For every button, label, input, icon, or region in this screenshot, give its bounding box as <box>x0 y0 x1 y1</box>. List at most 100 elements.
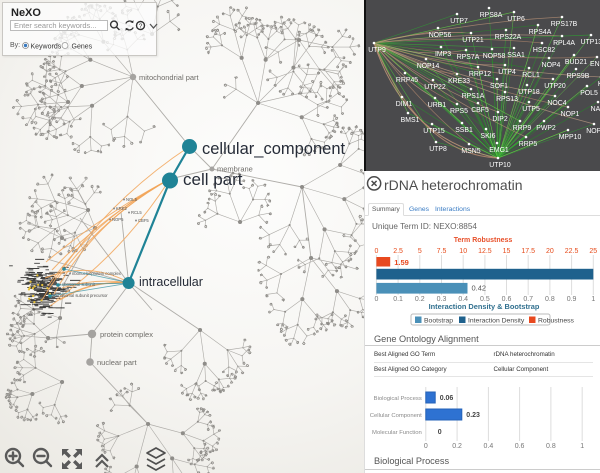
svg-text:membrane: membrane <box>217 165 253 174</box>
svg-text:RPL4A: RPL4A <box>553 40 575 47</box>
svg-text:RRP45: RRP45 <box>396 77 418 84</box>
svg-text:0.4: 0.4 <box>458 296 468 303</box>
svg-text:RPS5: RPS5 <box>450 108 468 115</box>
svg-text:0.42: 0.42 <box>472 284 487 293</box>
svg-text:Genes: Genes <box>71 43 92 50</box>
svg-text:17.5: 17.5 <box>521 248 535 255</box>
svg-text:10: 10 <box>459 248 467 255</box>
svg-text:MPP10: MPP10 <box>559 134 582 141</box>
svg-text:RPS7A: RPS7A <box>457 54 480 61</box>
svg-text:0.8: 0.8 <box>546 443 556 450</box>
svg-text:0.23: 0.23 <box>466 412 480 419</box>
svg-text:NOL5: NOL5 <box>126 197 138 202</box>
svg-text:UTP4: UTP4 <box>498 69 516 76</box>
svg-text:UTP21: UTP21 <box>462 37 484 44</box>
svg-text:0.7: 0.7 <box>523 296 533 303</box>
svg-text:5: 5 <box>418 248 422 255</box>
svg-text:CBF5: CBF5 <box>138 218 149 223</box>
svg-text:Interaction Density: Interaction Density <box>468 318 525 325</box>
svg-text:cellular_component: cellular_component <box>202 140 346 158</box>
svg-text:0.4: 0.4 <box>484 443 494 450</box>
svg-text:NOP6: NOP6 <box>586 128 600 135</box>
svg-text:Interaction Density & Bootstra: Interaction Density & Bootstrap <box>429 302 540 311</box>
svg-text:12.5: 12.5 <box>478 248 492 255</box>
svg-text:0.2: 0.2 <box>452 443 462 450</box>
svg-text:cell part: cell part <box>183 170 243 189</box>
svg-text:0.06: 0.06 <box>440 395 454 402</box>
svg-text:UTP9: UTP9 <box>368 47 386 54</box>
svg-text:20: 20 <box>546 248 554 255</box>
svg-text:0.2: 0.2 <box>415 296 425 303</box>
svg-text:CBF5: CBF5 <box>471 107 489 114</box>
svg-text:ribonucleoprotein complex: ribonucleoprotein complex <box>72 271 122 276</box>
svg-text:7.5: 7.5 <box>437 248 447 255</box>
svg-text:RCL5: RCL5 <box>131 210 142 215</box>
svg-text:RCL1: RCL1 <box>522 72 540 79</box>
svg-text:SSB1: SSB1 <box>455 127 473 134</box>
svg-text:UTP10: UTP10 <box>489 162 511 169</box>
svg-text:NOC4: NOC4 <box>547 100 566 107</box>
svg-text:UTP22: UTP22 <box>424 84 446 91</box>
svg-text:0.8: 0.8 <box>545 296 555 303</box>
svg-text:UTP13: UTP13 <box>581 39 600 46</box>
svg-text:mitochondrial part: mitochondrial part <box>139 73 200 82</box>
svg-text:UTP20: UTP20 <box>544 83 566 90</box>
svg-text:BUD21: BUD21 <box>565 59 587 66</box>
svg-text:0.6: 0.6 <box>502 296 512 303</box>
svg-text:0.3: 0.3 <box>437 296 447 303</box>
svg-text:1: 1 <box>580 443 584 450</box>
svg-text:RPS1A: RPS1A <box>462 93 485 100</box>
svg-text:PWP2: PWP2 <box>536 125 556 132</box>
svg-text:BMS1: BMS1 <box>401 117 420 124</box>
svg-text:Keywords: Keywords <box>30 43 61 50</box>
svg-text:NOP14: NOP14 <box>417 63 440 70</box>
svg-text:0.1: 0.1 <box>393 296 403 303</box>
svg-text:UTP5: UTP5 <box>522 106 540 113</box>
svg-text:RRP9: RRP9 <box>513 125 532 132</box>
svg-text:NAN1: NAN1 <box>591 106 600 113</box>
svg-text:NOP1: NOP1 <box>561 111 580 118</box>
svg-text:UTP8: UTP8 <box>429 146 447 153</box>
svg-text:RPS13: RPS13 <box>496 96 518 103</box>
svg-text:RRP12: RRP12 <box>469 71 491 78</box>
svg-text:RPS4A: RPS4A <box>529 29 552 36</box>
svg-text:1.59: 1.59 <box>394 258 409 267</box>
svg-text:POL5: POL5 <box>580 90 598 97</box>
svg-text:rDNA heterochromatin: rDNA heterochromatin <box>384 177 523 193</box>
svg-text:IMP3: IMP3 <box>435 51 451 58</box>
svg-text:MSN5: MSN5 <box>461 148 480 155</box>
svg-text:RPS8A: RPS8A <box>480 12 503 19</box>
svg-text:ENP1: ENP1 <box>590 61 600 68</box>
svg-text:NOP4: NOP4 <box>542 62 561 69</box>
svg-text:NOP56: NOP56 <box>429 32 452 39</box>
svg-text:NOP58: NOP58 <box>483 53 506 60</box>
svg-text:UTP18: UTP18 <box>518 89 540 96</box>
svg-text:UTP7: UTP7 <box>450 18 468 25</box>
svg-text:22.5: 22.5 <box>565 248 579 255</box>
svg-text:RRP5: RRP5 <box>519 141 538 148</box>
svg-text:SKI6: SKI6 <box>481 133 496 140</box>
svg-text:KRE2: KRE2 <box>116 206 128 211</box>
svg-text:0: 0 <box>438 429 442 436</box>
svg-text:DIP2: DIP2 <box>492 116 507 123</box>
svg-text:nuclear part: nuclear part <box>97 358 138 367</box>
svg-text:RPS17B: RPS17B <box>551 21 578 28</box>
svg-text:ribosomal subunit precursor: ribosomal subunit precursor <box>56 293 108 298</box>
svg-text:DIM1: DIM1 <box>396 101 413 108</box>
svg-text:Cellular Component: Cellular Component <box>370 413 422 419</box>
svg-text:UTP6: UTP6 <box>507 16 525 23</box>
svg-text:SSA1: SSA1 <box>507 52 525 59</box>
svg-text:EMG1: EMG1 <box>489 147 509 154</box>
svg-text:0.5: 0.5 <box>480 296 490 303</box>
svg-text:1: 1 <box>591 296 595 303</box>
svg-text:SOF1: SOF1 <box>490 83 508 90</box>
svg-text:0.6: 0.6 <box>515 443 525 450</box>
svg-text:0.9: 0.9 <box>567 296 577 303</box>
svg-text:Molecular Function: Molecular Function <box>372 430 422 436</box>
svg-text:Biological Process: Biological Process <box>374 396 422 402</box>
svg-text:UTP15: UTP15 <box>423 128 445 135</box>
svg-text:protein complex: protein complex <box>100 330 153 339</box>
svg-text:0: 0 <box>374 248 378 255</box>
svg-text:Bootstrap: Bootstrap <box>424 318 453 325</box>
svg-text:?: ? <box>139 23 143 30</box>
